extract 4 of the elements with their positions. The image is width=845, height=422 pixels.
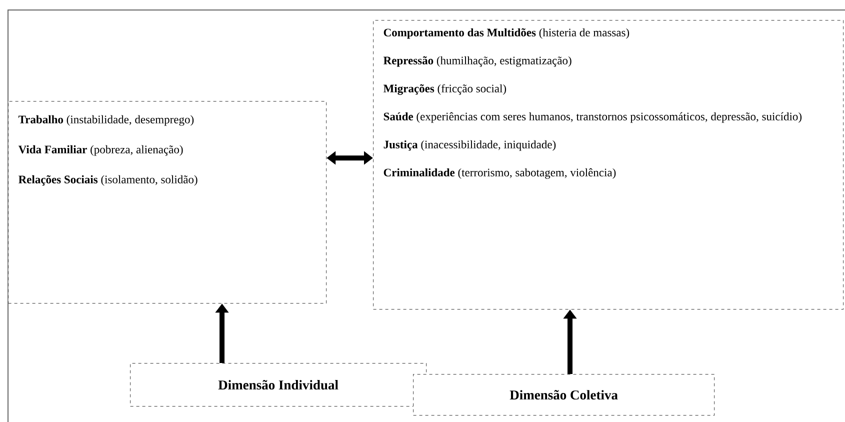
dimension-box: Dimensão Coletiva [413,374,715,416]
text-box: Trabalho (instabilidade, desemprego) Vida Familiar (pobreza, alienação) Relações Sociais (isolamento, solidão) [8,101,327,304]
text-box: Comportamento das Multidões (histeria de massas) Repressão (humilhação, estigmatização) Migrações (fricção social) Saúde (experiências com seres humanos, transtornos psicossomáticos, depressão, suicídio) Justiça (inacessibilidade, iniquidade) Criminalidade (terrorismo, sabotagem, violência) [373,20,844,310]
dimension-box: Dimensão Individual [130,363,427,407]
